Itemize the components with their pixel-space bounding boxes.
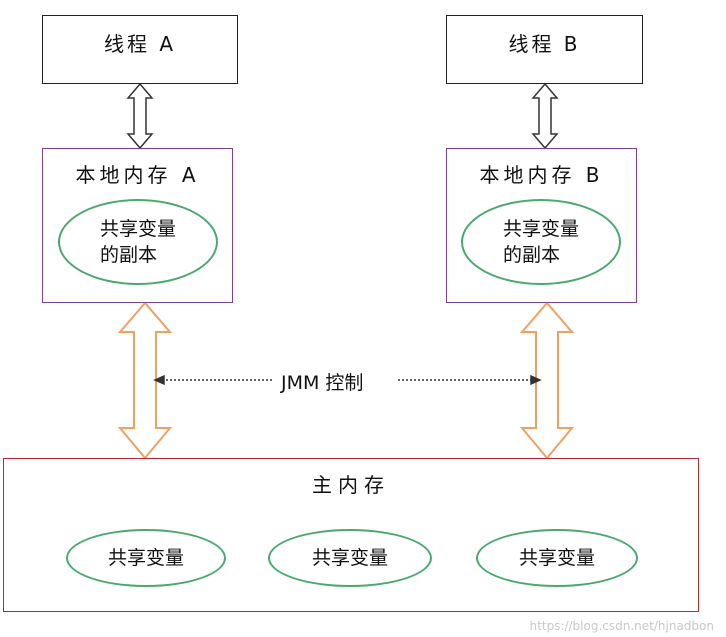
local-a-shared-copy: 共享变量 的副本	[58, 199, 218, 285]
main-memory-label: 主内存	[312, 473, 390, 497]
thread-a-box: 线程 A	[42, 15, 238, 84]
local-b-main-arrow	[519, 301, 575, 460]
thread-a-label: 线程 A	[103, 32, 177, 56]
main-shared-variable-1: 共享变量	[66, 529, 226, 587]
local-a-copy-line2: 的副本	[99, 244, 157, 266]
main-memory-box: 主内存 共享变量 共享变量 共享变量	[3, 458, 699, 612]
local-memory-a-label: 本地内存 A	[75, 163, 200, 187]
jmm-right-arrow	[398, 374, 542, 386]
local-memory-b-label: 本地内存 B	[479, 163, 604, 187]
thread-b-arrow	[531, 82, 559, 150]
jmm-control-label: JMM 控制	[277, 368, 368, 395]
thread-b-box: 线程 B	[446, 15, 643, 84]
local-b-copy-line2: 的副本	[502, 244, 560, 266]
main-shared-variable-3-text: 共享变量	[518, 547, 595, 569]
watermark: https://blog.csdn.net/hjnadbon	[529, 619, 714, 633]
main-shared-variable-2: 共享变量	[268, 529, 432, 587]
jmm-left-arrow	[153, 374, 272, 386]
main-shared-variable-2-text: 共享变量	[311, 547, 388, 569]
main-shared-variable-1-text: 共享变量	[107, 547, 184, 569]
thread-a-arrow	[126, 82, 154, 150]
local-a-copy-line1: 共享变量	[99, 218, 176, 240]
local-memory-a-box: 本地内存 A 共享变量 的副本	[42, 148, 233, 303]
local-b-copy-line1: 共享变量	[502, 218, 579, 240]
local-memory-b-box: 本地内存 B 共享变量 的副本	[446, 148, 637, 303]
local-b-shared-copy: 共享变量 的副本	[461, 199, 621, 285]
thread-b-label: 线程 B	[508, 32, 581, 56]
main-shared-variable-3: 共享变量	[476, 529, 638, 587]
